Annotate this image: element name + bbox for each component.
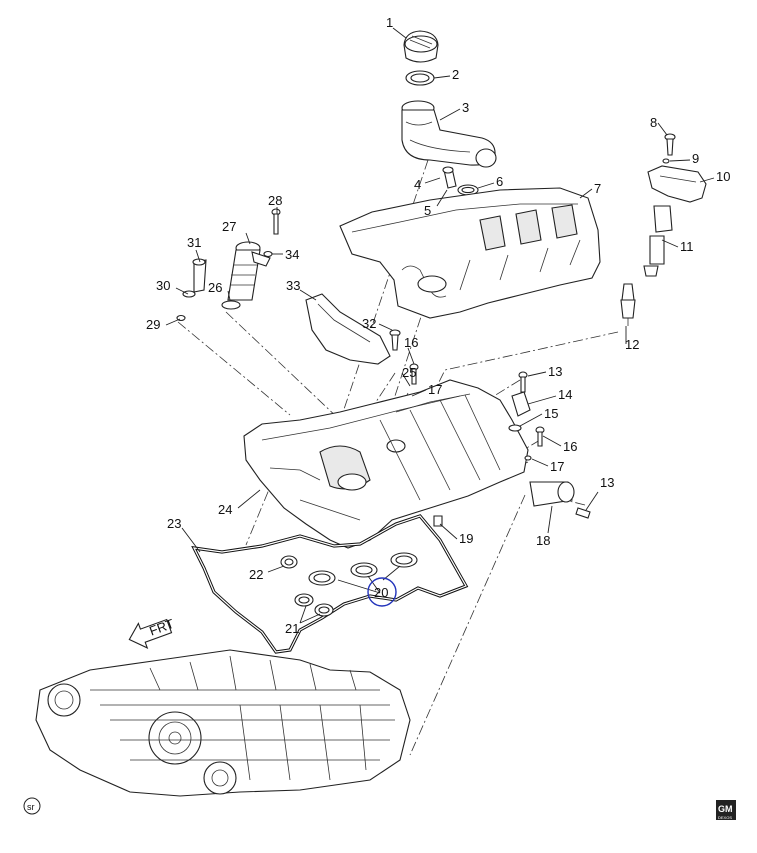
oil-fill-tube: [401, 100, 497, 168]
callout-30: 30: [156, 278, 170, 293]
tube-bolt: [442, 166, 457, 189]
callout-33: 33: [286, 278, 300, 293]
sensor-14: [511, 391, 531, 417]
callout-31: 31: [187, 235, 201, 250]
callout-16-lower: 16: [563, 439, 577, 454]
callout-18: 18: [536, 533, 550, 548]
callout-26: 26: [208, 280, 222, 295]
cylinder-head: [243, 379, 529, 549]
callout-10: 10: [716, 169, 730, 184]
callout-28: 28: [268, 193, 282, 208]
spark-plug: [620, 283, 636, 326]
seal-26: [221, 300, 241, 310]
callout-17-lower: 17: [550, 459, 564, 474]
callout-25: 25: [402, 365, 416, 380]
callout-21: 21: [285, 621, 299, 636]
callout-4: 4: [414, 177, 421, 192]
callout-8: 8: [650, 115, 657, 130]
callout-11: 11: [680, 239, 694, 254]
gm-logo-text: GM: [718, 804, 733, 814]
callout-12: 12: [625, 337, 639, 352]
callout-7: 7: [594, 181, 601, 196]
bolt-13-upper: [518, 371, 528, 393]
engine-assembly: [35, 649, 411, 797]
callout-5: 5: [424, 203, 431, 218]
sensor-bolt-28: [271, 208, 281, 235]
callout-3: 3: [462, 100, 469, 115]
callout-17-upper: 17: [428, 382, 442, 397]
callout-15: 15: [544, 406, 558, 421]
oil-cap-seal: [405, 70, 435, 86]
callout-34: 34: [285, 247, 299, 262]
sensor-31: [192, 258, 207, 293]
solenoid-27: [227, 241, 271, 301]
callout-14: 14: [558, 387, 572, 402]
callout-29: 29: [146, 317, 160, 332]
camshaft-cover: [339, 187, 601, 319]
washer-34: [263, 250, 273, 258]
bolt-32: [389, 329, 401, 351]
oil-fill-cap: [403, 30, 439, 63]
spark-plug-tube-seals: [280, 552, 418, 617]
washer-17-lower: [524, 455, 532, 461]
sr-mark: sr: [23, 797, 41, 815]
callout-2: 2: [452, 67, 459, 82]
seal-15: [508, 424, 522, 432]
callout-9: 9: [692, 151, 699, 166]
callouts: 1 2 3 4 5 6 7 8 9 10 11 12 13 13 14 15 1…: [146, 15, 730, 636]
callout-19: 19: [459, 531, 473, 546]
callout-32: 32: [362, 316, 376, 331]
callout-13-upper: 13: [548, 364, 562, 379]
callout-20: 20: [374, 585, 388, 600]
gm-logo: GM DEXOS: [716, 800, 736, 820]
front-direction-arrow: FRT: [128, 616, 176, 649]
front-arrow-label: FRT: [147, 616, 176, 639]
callout-13-lower: 13: [600, 475, 614, 490]
actuator-18: [529, 481, 591, 519]
callout-24: 24: [218, 502, 232, 517]
callout-27: 27: [222, 219, 236, 234]
callout-1: 1: [386, 15, 393, 30]
cover-gasket: [191, 514, 469, 654]
bracket-33: [305, 293, 391, 365]
callout-23: 23: [167, 516, 181, 531]
gm-logo-subtext: DEXOS: [718, 815, 732, 820]
coil-washer: [662, 158, 670, 164]
coil-bolt: [664, 133, 676, 156]
leader-lines: [165, 27, 715, 624]
callout-6: 6: [496, 174, 503, 189]
callout-20-highlight-circle: [367, 577, 397, 607]
bolt-16-lower: [535, 426, 545, 447]
sr-mark-text: sr: [27, 802, 35, 812]
ignition-coil: [643, 165, 707, 277]
callout-22: 22: [249, 567, 263, 582]
callout-16-upper: 16: [404, 335, 418, 350]
